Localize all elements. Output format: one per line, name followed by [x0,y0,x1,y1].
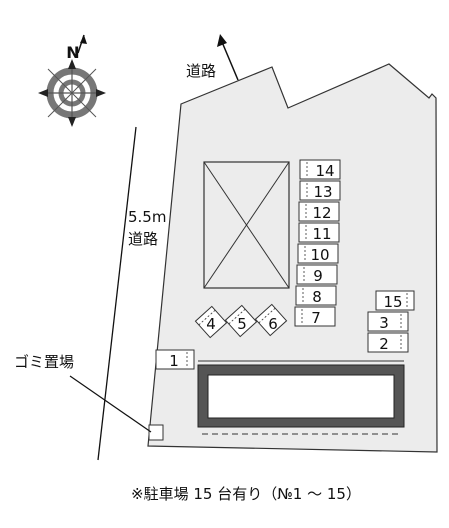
stall-number-2: 2 [379,335,389,353]
compass-icon [38,34,106,127]
garbage-area-marker [148,424,164,441]
stall-stack: 14 13 12 11 10 9 8 7 [294,159,341,327]
parking-stall-9 [296,264,338,285]
stall-number-1: 1 [169,352,179,370]
parking-stall-11 [298,222,340,243]
stall-number-10: 10 [310,246,329,264]
stall-number-3: 3 [379,314,389,332]
stall-number-15: 15 [383,293,402,311]
road-left-width-label: 5.5m [128,208,166,226]
parking-stall-1 [155,349,195,370]
stall-number-12: 12 [312,204,331,222]
site-boundary [147,63,438,453]
building-block [203,161,290,289]
road-left-line [97,126,137,461]
parking-stall-3 [367,311,409,332]
parking-stall-14 [299,159,341,180]
stall-number-6: 6 [268,315,278,333]
parking-stall-4 [194,305,228,339]
parking-stall-7 [294,306,336,327]
road-top-arrow [221,41,239,81]
parking-stall-12 [298,201,340,222]
road-top-label: 道路 [186,62,216,80]
stall-number-8: 8 [312,288,322,306]
garbage-leader-line [69,375,152,433]
stall-number-5: 5 [237,315,247,333]
road-left-label: 道路 [128,230,158,248]
parking-note: ※駐車場 15 台有り（№1 ～ 15） [131,485,361,503]
stall-number-11: 11 [312,225,331,243]
apartment-building [197,360,405,435]
road-top-arrowhead [217,34,227,47]
parking-stall-6 [254,303,288,337]
stall-number-4: 4 [206,315,216,333]
stall-number-14: 14 [315,162,334,180]
parking-stall-5 [224,304,258,338]
parking-stall-8 [295,285,337,306]
stall-number-7: 7 [311,309,321,327]
compass-north-label: N [66,43,79,62]
stall-number-9: 9 [313,267,323,285]
parking-stall-15 [375,290,415,311]
parking-stall-2 [367,332,409,353]
parking-stall-13 [299,180,341,201]
stall-number-13: 13 [313,183,332,201]
parking-stall-10 [297,243,339,264]
garbage-area-label: ゴミ置場 [14,353,74,371]
